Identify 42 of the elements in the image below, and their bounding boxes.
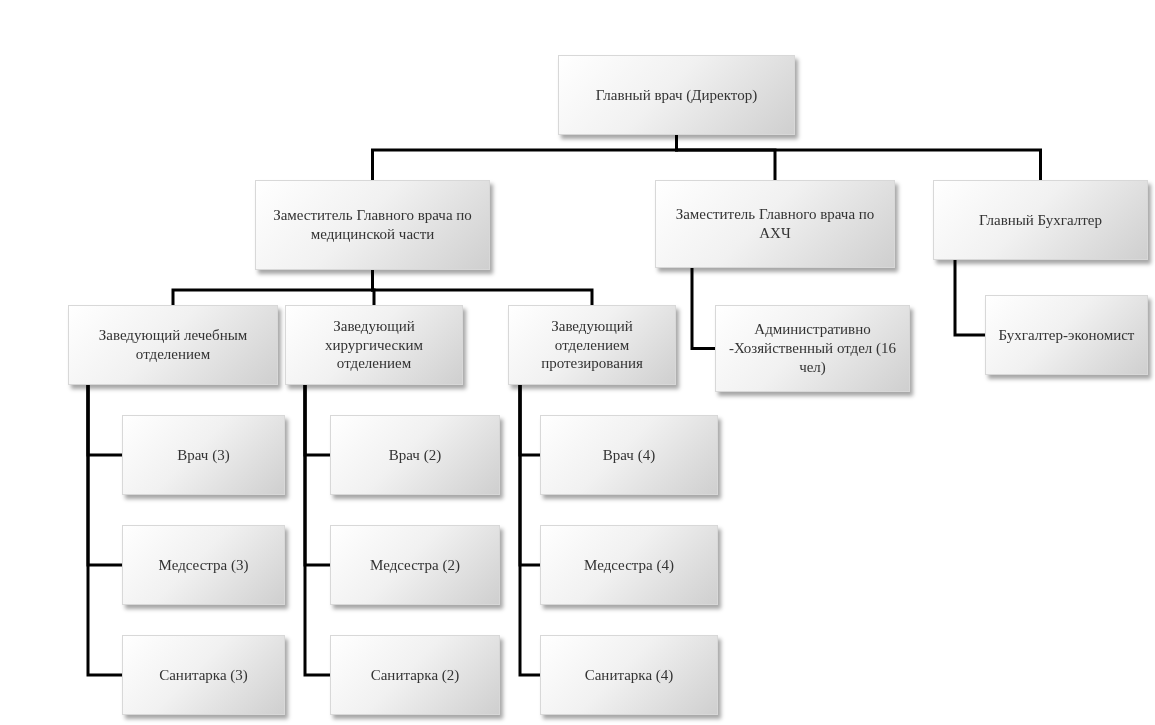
node-label: Медсестра (3) xyxy=(158,555,249,575)
connector-line xyxy=(303,385,330,677)
org-box xyxy=(68,305,278,385)
org-box xyxy=(558,55,795,135)
node-label: Санитарка (2) xyxy=(370,665,460,685)
node-label: Медсестра (4) xyxy=(584,555,674,575)
org-box xyxy=(330,525,500,605)
org-box xyxy=(540,635,718,715)
org-box xyxy=(330,635,500,715)
org-box xyxy=(540,415,718,495)
node-label: Главный Бухгалтер xyxy=(978,210,1102,230)
connector-line xyxy=(690,268,715,350)
org-box xyxy=(540,525,718,605)
connector-line xyxy=(86,385,122,677)
node-label: Заведующий хирургическим отделением xyxy=(323,316,425,374)
connector-line xyxy=(675,135,1042,180)
node-label: Заместитель Главного врача по медицинской части xyxy=(272,206,473,244)
org-box xyxy=(933,180,1148,260)
node-label: Заведующий лечебным отделением xyxy=(97,326,249,364)
node-label: Административно -Хозяйственный отдел (16 чел) xyxy=(727,320,898,377)
org-box xyxy=(508,305,676,385)
org-box xyxy=(122,525,285,605)
org-box xyxy=(122,635,285,715)
connector-line xyxy=(953,260,985,337)
connector-line xyxy=(518,385,540,677)
node-label: Врач (2) xyxy=(388,445,442,465)
node-label: Заместитель Главного врача по АХЧ xyxy=(674,205,876,243)
node-label: Санитарка (4) xyxy=(584,665,674,685)
org-box xyxy=(285,305,463,385)
org-box xyxy=(715,305,910,392)
org-box xyxy=(330,415,500,495)
node-label: Медсестра (2) xyxy=(370,555,460,575)
org-box xyxy=(255,180,490,270)
node-label: Бухгалтер-экономист xyxy=(998,325,1135,345)
node-label: Врач (4) xyxy=(602,445,656,465)
org-box xyxy=(122,415,285,495)
node-label: Главный врач (Директор) xyxy=(595,85,758,105)
node-label: Заведующий отделением протезирования xyxy=(540,316,644,374)
node-label: Санитарка (3) xyxy=(159,665,248,685)
org-box xyxy=(985,295,1148,375)
node-label: Врач (3) xyxy=(177,445,230,465)
org-box xyxy=(655,180,895,268)
